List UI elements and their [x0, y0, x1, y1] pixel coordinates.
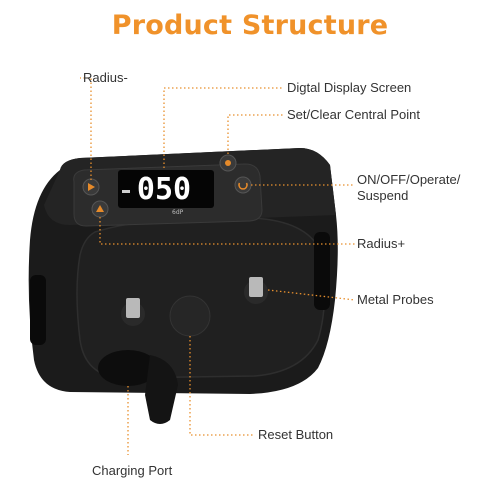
battery-indicator: [122, 190, 130, 193]
label-radius-plus: Radius+: [357, 236, 406, 251]
page-title: Product Structure: [111, 10, 389, 41]
label-reset-button: Reset Button: [258, 427, 334, 442]
digital-display-screen: [118, 170, 214, 208]
display-digits: 050: [137, 172, 191, 207]
metal-probe-right: [244, 277, 268, 304]
label-radius-minus: Radius-: [83, 70, 128, 85]
right-strap-slot: [314, 232, 330, 310]
label-metal-probes: Metal Probes: [357, 292, 434, 307]
on-off-button[interactable]: [234, 176, 252, 194]
label-on-off: ON/OFF/Operate/ Suspend: [357, 172, 461, 203]
display-small-text: 6dP: [172, 209, 184, 216]
label-set-clear: Set/Clear Central Point: [287, 107, 420, 122]
reset-button[interactable]: [169, 295, 211, 337]
control-panel: 050 6dP: [73, 163, 263, 227]
left-strap-slot: [30, 275, 46, 345]
radius-minus-button[interactable]: [82, 178, 100, 196]
radius-plus-button[interactable]: [91, 200, 109, 218]
label-charging-port: Charging Port: [92, 463, 173, 478]
charging-port[interactable]: [98, 350, 178, 424]
set-clear-button[interactable]: [219, 154, 237, 172]
metal-probe-left: [121, 298, 145, 326]
leader-lines: [80, 77, 356, 455]
label-digital-display: Digtal Display Screen: [287, 80, 412, 95]
